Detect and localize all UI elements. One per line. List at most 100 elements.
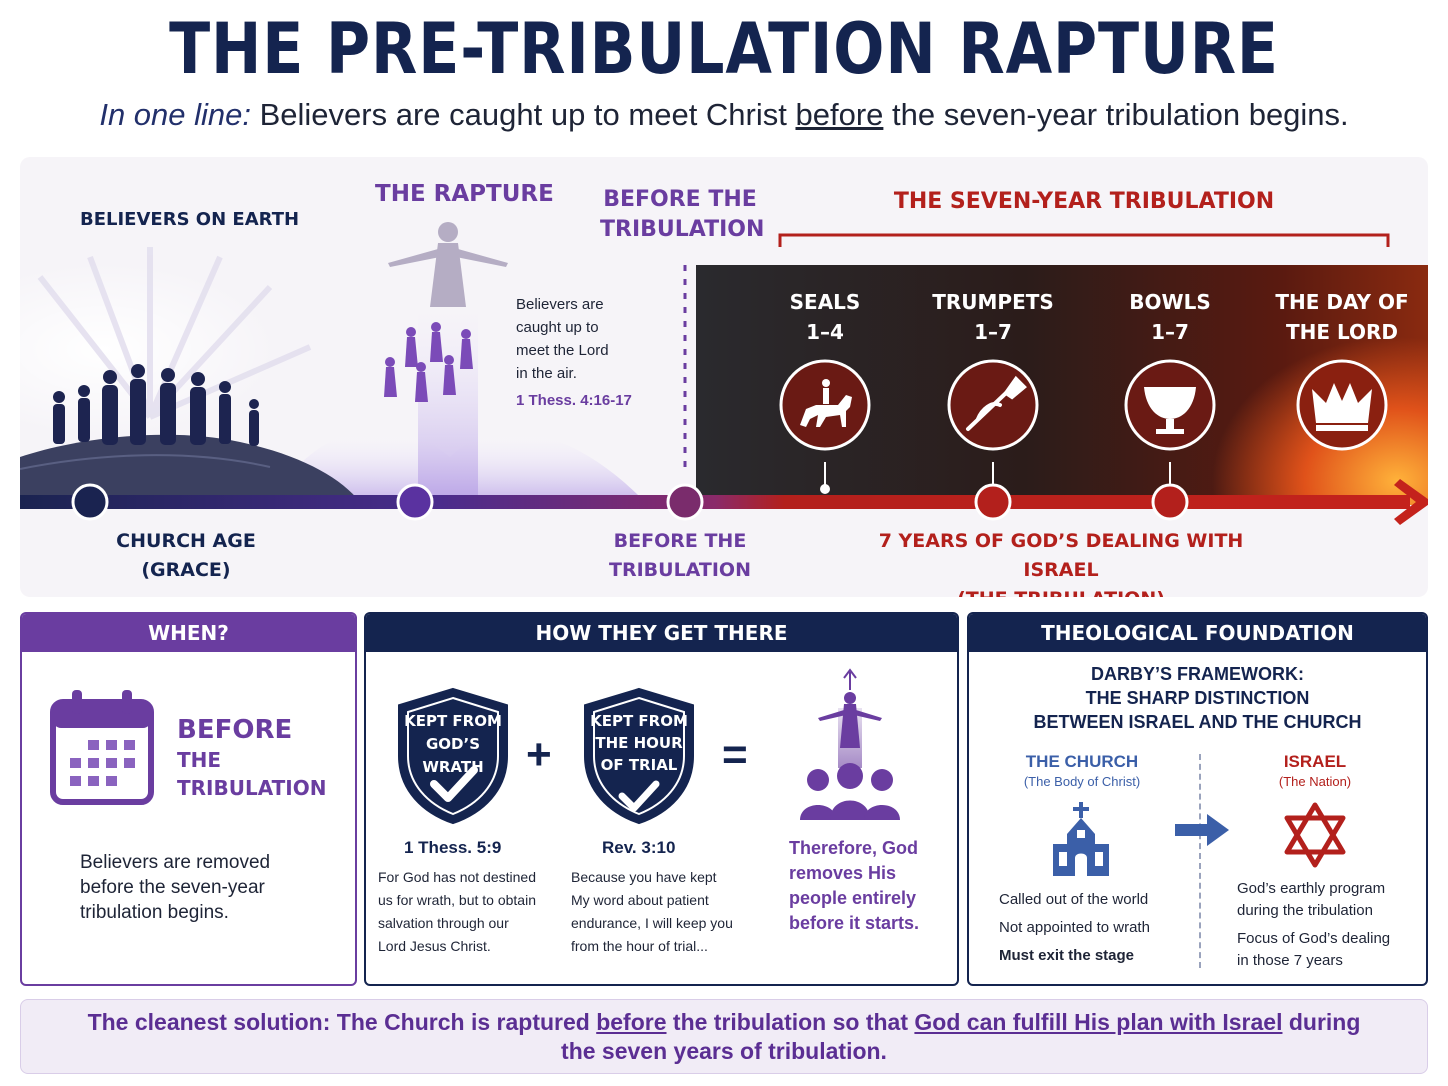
israel-column-head: ISRAEL (The Nation)	[1225, 752, 1405, 789]
before-tribulation-bottom: BEFORE THE TRIBULATION	[600, 527, 760, 585]
footer-text: the tribulation so that	[666, 1009, 915, 1035]
stage-line: SEALS	[789, 290, 861, 314]
stage-line: 1–7	[1151, 320, 1189, 344]
before-tribulation-top: BEFORE THE TRIBULATION	[600, 185, 764, 245]
result-line: Therefore, God	[789, 838, 919, 858]
church-points: Called out of the world Not appointed to…	[999, 886, 1150, 970]
shield1-line: KEPT FROM	[404, 712, 502, 730]
node-before	[666, 483, 704, 521]
church-age-label: CHURCH AGE(GRACE)	[100, 527, 272, 585]
stage-trumpets-label: TRUMPETS 1–7	[923, 287, 1063, 347]
rising-people-icon	[800, 668, 900, 820]
node-bowls	[1151, 483, 1189, 521]
when-desc-line: before the seven-year	[80, 877, 265, 898]
column-divider	[1199, 754, 1201, 968]
equals-sign: =	[722, 730, 748, 779]
when-big-line2: THE TRIBULATION	[177, 748, 327, 800]
stage-day-of-lord-label: THE DAY OF THE LORD	[1266, 287, 1418, 347]
subtitle-underline: before	[795, 97, 884, 132]
rapture-desc-line: meet the Lord	[516, 342, 609, 359]
church-point: Not appointed to wrath	[999, 919, 1150, 936]
rising-believers	[384, 322, 473, 402]
node-rapture	[396, 483, 434, 521]
node-church-age	[71, 483, 109, 521]
when-description: Believers are removed before the seven-y…	[80, 850, 270, 925]
page-subtitle: In one line: Believers are caught up to …	[0, 97, 1448, 133]
verse2-line: endurance, I will keep you	[571, 915, 733, 931]
israel-line: (THE TRIBULATION)	[840, 585, 1282, 597]
church-point: Must exit the stage	[999, 947, 1135, 964]
verse1-line: salvation through our	[378, 915, 509, 931]
verse2-line: Because you have kept	[571, 869, 717, 885]
how-result: Therefore, God removes His people entire…	[789, 836, 919, 936]
subtitle-lead: In one line:	[99, 97, 251, 132]
before-top-line1: BEFORE THE	[603, 187, 757, 212]
how-header: HOW THEY GET THERE	[366, 614, 957, 652]
tribulation-bracket	[778, 233, 1390, 247]
stage-line: 1–7	[974, 320, 1012, 344]
framework-title: DARBY’S FRAMEWORK: THE SHARP DISTINCTION…	[969, 662, 1426, 734]
footer-underline: before	[596, 1009, 667, 1035]
when-big-text: BEFORE THE TRIBULATION	[177, 714, 355, 802]
subtitle-text-a: Believers are caught up to meet Christ	[251, 97, 796, 132]
footer-text: during	[1282, 1009, 1361, 1035]
verse2-line: My word about patient	[571, 892, 709, 908]
footer-line1: The cleanest solution: The Church is rap…	[21, 1008, 1427, 1037]
plus-sign: +	[526, 730, 552, 779]
rapture-desc-line: in the air.	[516, 365, 577, 382]
theology-panel: THEOLOGICAL FOUNDATION DARBY’S FRAMEWORK…	[967, 612, 1428, 986]
shield2-line: KEPT FROM	[590, 712, 688, 730]
verse-ref-1: 1 Thess. 5:9	[404, 838, 502, 857]
israel-point: God’s earthly program	[1237, 880, 1386, 897]
before-bottom-line: BEFORE THE	[613, 530, 747, 552]
stage-line: THE DAY OF	[1275, 290, 1409, 314]
crown-icon	[1312, 383, 1372, 431]
shield2-line: OF TRIAL	[600, 756, 678, 774]
result-line: removes His	[789, 863, 897, 883]
israel-points: God’s earthly program during the tribula…	[1237, 878, 1390, 972]
footer-summary: The cleanest solution: The Church is rap…	[20, 999, 1428, 1074]
verse2-line: from the hour of trial...	[571, 938, 708, 954]
church-age-line: CHURCH AGE	[116, 530, 256, 552]
rapture-reference: 1 Thess. 4:16-17	[516, 392, 632, 409]
framework-line: DARBY’S FRAMEWORK:	[1091, 664, 1304, 684]
timeline-arrow	[1394, 479, 1428, 525]
verse-text-1: For God has not destined us for wrath, b…	[378, 866, 536, 958]
shield1-line: GOD’S WRATH	[422, 735, 484, 776]
tribulation-label: THE SEVEN-YEAR TRIBULATION	[893, 189, 1275, 214]
stage-line: THE LORD	[1285, 320, 1399, 344]
calendar-icon	[50, 690, 154, 805]
before-bottom-line: TRIBULATION	[609, 559, 751, 581]
believers-on-earth-label: BELIEVERS ON EARTH	[80, 209, 300, 230]
when-big-line1: BEFORE	[177, 715, 293, 745]
theology-header: THEOLOGICAL FOUNDATION	[969, 614, 1426, 652]
result-line: people entirely	[789, 888, 917, 908]
timeline-bar	[20, 495, 1410, 509]
rapture-desc-line: caught up to	[516, 319, 599, 336]
church-subtitle: (The Body of Christ)	[1023, 774, 1141, 789]
how-panel: HOW THEY GET THERE KEPT FROM GOD’S WRATH…	[364, 612, 959, 986]
believers-silhouettes	[53, 364, 259, 446]
when-header: WHEN?	[22, 614, 355, 652]
framework-line: BETWEEN ISRAEL AND THE CHURCH	[1033, 712, 1362, 732]
church-icon	[1053, 802, 1109, 876]
footer-text: The cleanest solution: The Church is rap…	[87, 1009, 597, 1035]
timeline-panel: BELIEVERS ON EARTH THE RAPTURE BEFORE TH…	[20, 157, 1428, 597]
subtitle-text-b: the seven-year tribulation begins.	[883, 97, 1349, 132]
shield1-text: KEPT FROM GOD’S WRATH	[394, 710, 512, 779]
verse1-line: For God has not destined	[378, 869, 536, 885]
verse-ref-2: Rev. 3:10	[602, 838, 676, 857]
israel-dealing-label: 7 YEARS OF GOD’S DEALING WITH ISRAEL(THE…	[840, 527, 1282, 597]
stage-line: TRUMPETS	[932, 290, 1054, 314]
rapture-description: Believers are caught up to meet the Lord…	[516, 293, 632, 412]
page-title: THE PRE-TRIBULATION RAPTURE	[169, 8, 1279, 90]
shield2-text: KEPT FROM THE HOUR OF TRIAL	[580, 710, 698, 776]
footer-underline: God can fulfill His plan with Israel	[914, 1009, 1283, 1035]
shield-icon	[584, 687, 694, 825]
israel-point: in those 7 years	[1237, 952, 1343, 969]
church-title: THE CHURCH	[1025, 752, 1139, 771]
church-point: Called out of the world	[999, 891, 1149, 908]
israel-point: Focus of God’s dealing	[1237, 930, 1391, 947]
